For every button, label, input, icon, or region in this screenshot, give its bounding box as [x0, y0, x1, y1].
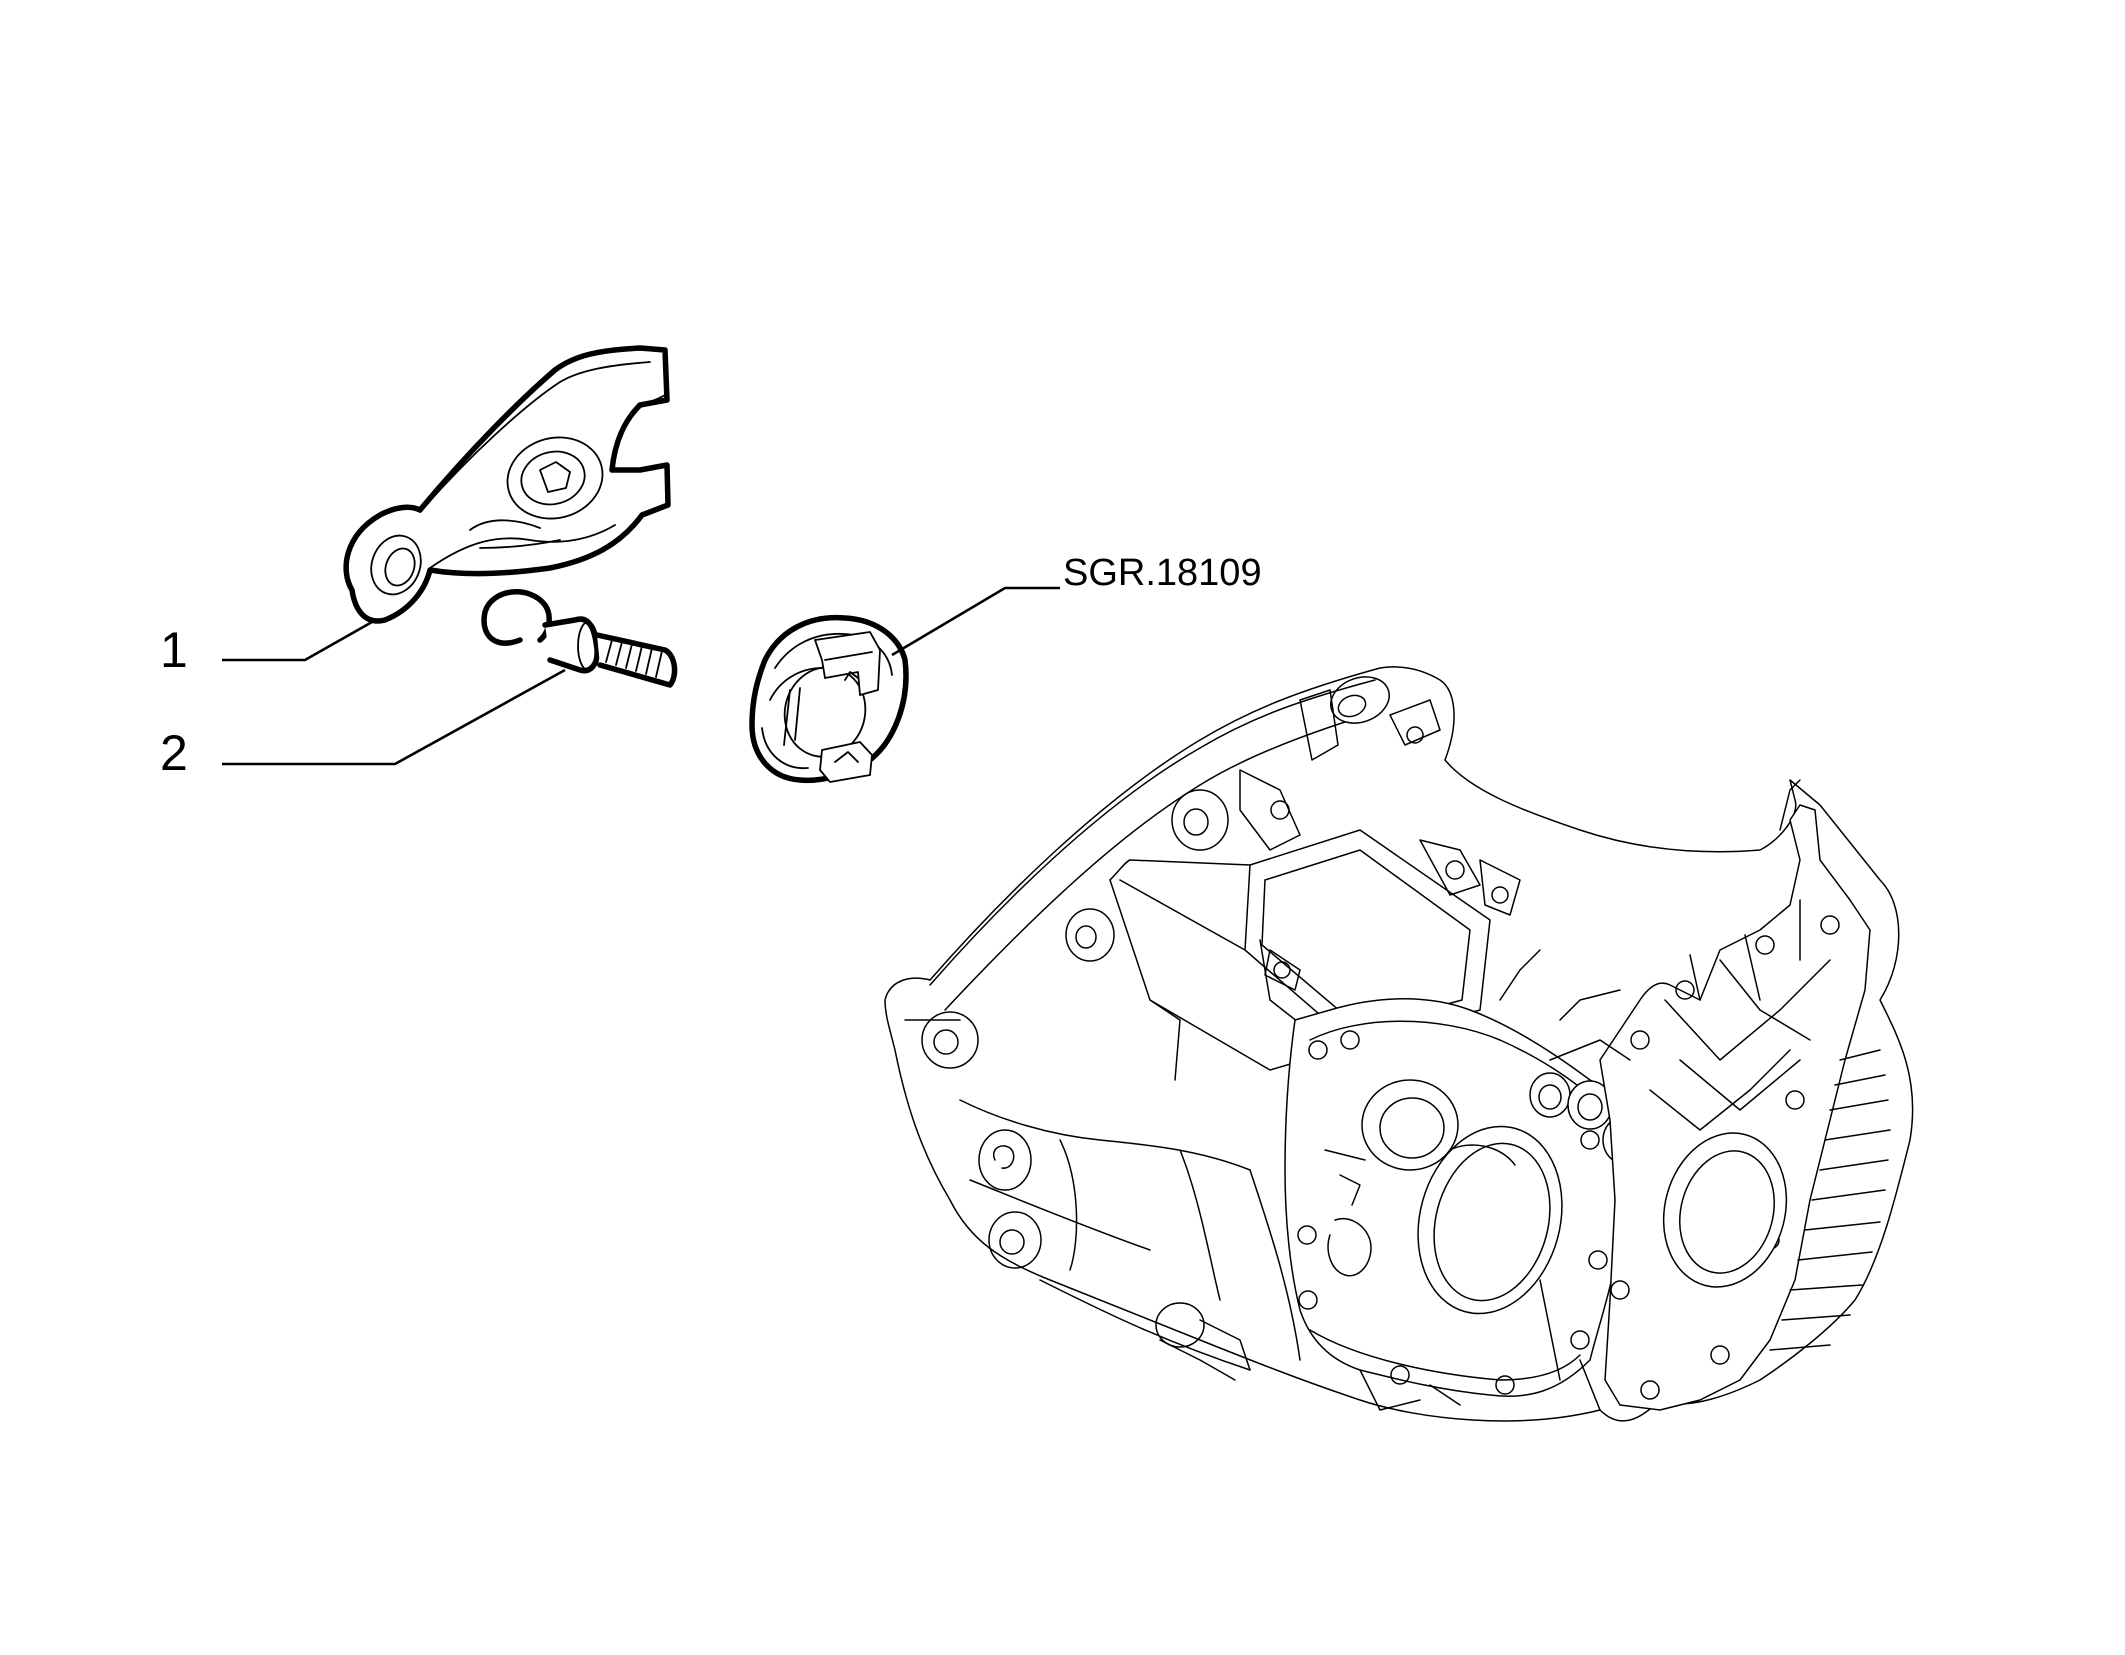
- ball-pivot-stud: [481, 589, 678, 688]
- callout-1-label: 1: [160, 622, 188, 678]
- callout-2-leader: [222, 668, 566, 766]
- callout-sgr-leader: [891, 586, 1060, 657]
- callout-1: 1: [160, 620, 373, 678]
- callout-2: 2: [160, 668, 566, 781]
- transmission-housing: [884, 666, 1914, 1422]
- callout-sgr: SGR.18109: [891, 552, 1262, 657]
- clutch-release-fork: [343, 345, 671, 624]
- callout-1-leader: [222, 620, 373, 662]
- callout-2-label: 2: [160, 725, 188, 781]
- callout-sgr-label: SGR.18109: [1063, 552, 1262, 594]
- release-bearing: [749, 614, 909, 784]
